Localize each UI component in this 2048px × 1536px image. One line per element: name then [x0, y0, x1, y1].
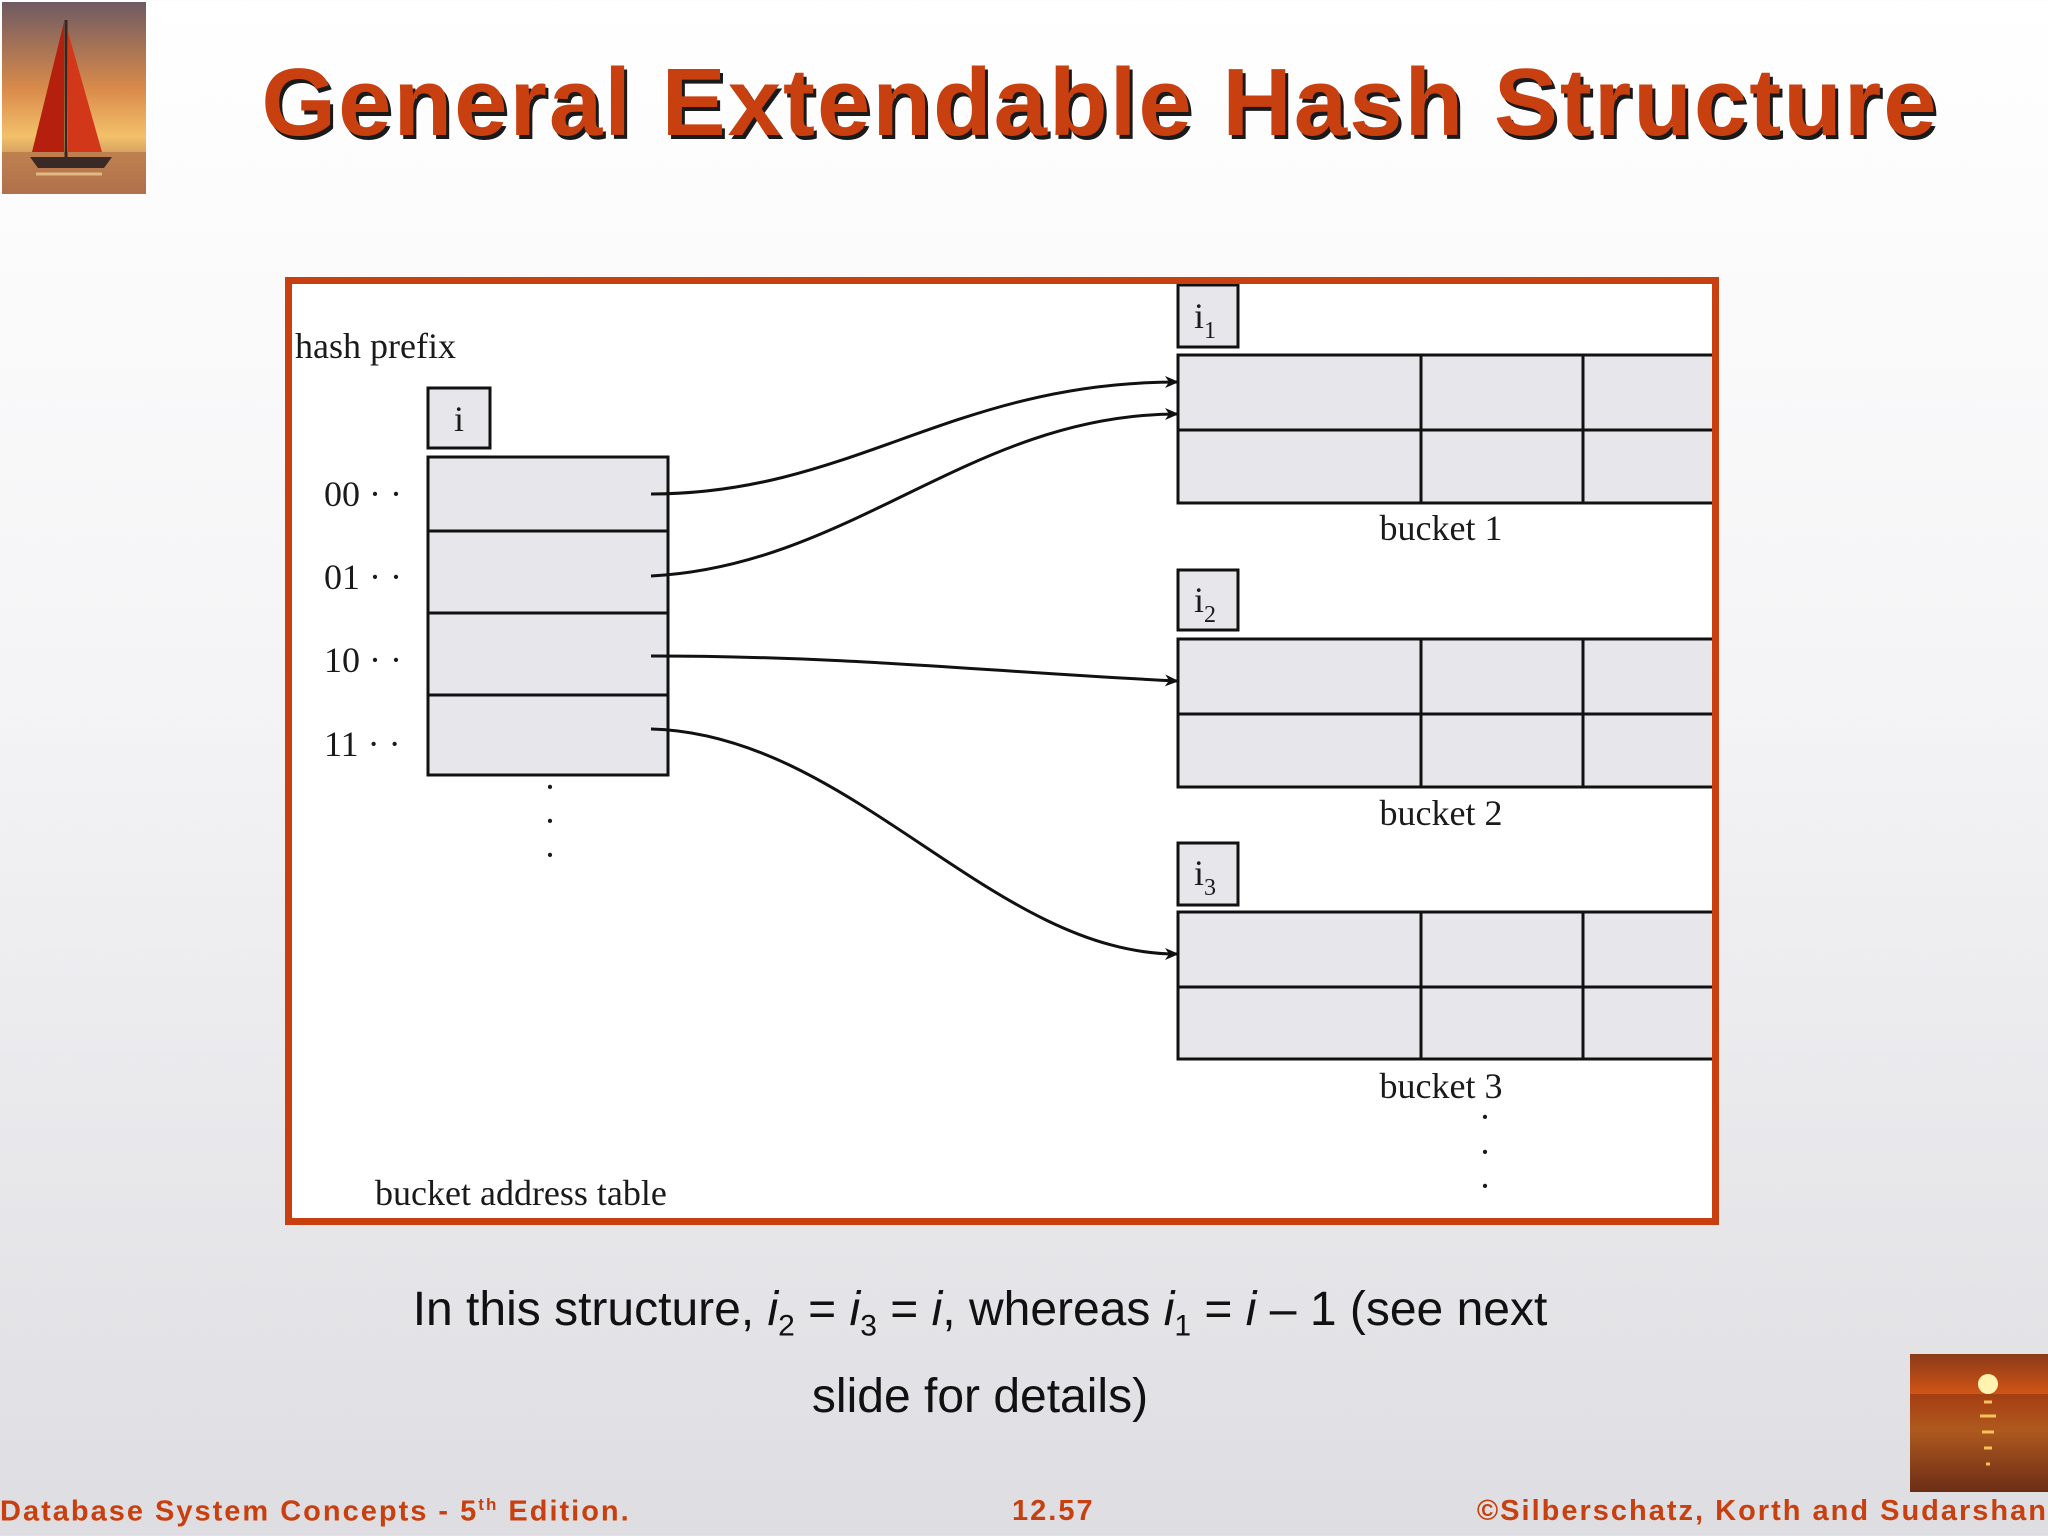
hash-prefix-label: hash prefix	[295, 326, 456, 366]
bucket-2-cell-r2c1	[1176, 712, 1423, 789]
slide-title: General Extendable Hash Structure	[261, 49, 1939, 156]
bucket-1-cell-r2c3	[1581, 428, 1712, 505]
slide-caption: In this structure, i2 = i3 = i, whereas …	[300, 1275, 1660, 1432]
bucket-1-depth-box	[1176, 284, 1240, 349]
pointer-arrow-00-to-bucket-1	[650, 376, 1179, 496]
table-entry-00	[426, 455, 670, 533]
table-entry-01	[426, 529, 670, 615]
bucket-2-cell-r1c2	[1419, 637, 1585, 716]
global-depth-box	[426, 386, 492, 450]
bucket-address-table-label: bucket address table	[375, 1173, 667, 1213]
bucket-3-depth-label: i3	[1194, 853, 1216, 901]
bucket-3-cell-r2c3	[1581, 985, 1712, 1061]
bucket-2-depth-box	[1176, 568, 1240, 632]
prefix-label-00: 00 · ·	[324, 474, 402, 514]
footer-copyright: ©Silberschatz, Korth and Sudarshan	[1476, 1495, 2048, 1527]
sailboat-logo-image	[2, 2, 146, 194]
bucket-3-cell-r2c1	[1176, 985, 1423, 1061]
bucket-1-depth-label: i1	[1194, 296, 1216, 344]
bucket-3-depth-box	[1176, 841, 1240, 907]
bucket-3-cell-r1c2	[1419, 910, 1585, 989]
extendable-hash-diagram: hash prefix i 00 · · 01 · · 10 · · 11 · …	[295, 284, 1712, 1213]
bucket-1-cell-r1c2	[1419, 353, 1585, 432]
bucket-1-cell-r1c3	[1581, 353, 1712, 432]
bucket-2-cell-r1c3	[1581, 637, 1712, 716]
pointer-arrow-10-to-bucket-2	[650, 654, 1179, 687]
table-continuation-dot-2: ·	[544, 801, 556, 841]
bucket-2-cell-r2c2	[1419, 712, 1585, 789]
bucket-2-cell-r1c1	[1176, 637, 1423, 716]
table-entry-11	[426, 693, 670, 777]
bucket-continuation-dot-1: ·	[1479, 1097, 1491, 1137]
bucket-3-cell-r1c3	[1581, 910, 1712, 989]
bucket-3-cell-r1c1	[1176, 910, 1423, 989]
bucket-1-cell-r1c1	[1176, 353, 1423, 432]
bucket-address-table	[426, 455, 670, 777]
bucket-1-cell-r2c1	[1176, 428, 1423, 505]
bucket-1-label: bucket 1	[1380, 508, 1503, 548]
bucket-continuation-dot-3: ·	[1479, 1166, 1491, 1206]
bucket-2: i2 bucket 2	[1176, 568, 1712, 833]
bucket-3-label: bucket 3	[1380, 1066, 1503, 1106]
pointer-arrow-01-to-bucket-1	[650, 408, 1179, 578]
table-entry-10	[426, 611, 670, 697]
caption-line-1: In this structure, i2 = i3 = i, whereas …	[412, 1283, 1548, 1343]
sunset-logo-image	[1910, 1354, 2048, 1492]
bucket-2-depth-label: i2	[1194, 580, 1216, 628]
bucket-3-cell-r2c2	[1419, 985, 1585, 1061]
diagram-frame: hash prefix i 00 · · 01 · · 10 · · 11 · …	[285, 277, 1719, 1225]
bucket-2-label: bucket 2	[1380, 793, 1503, 833]
bucket-3: i3 bucket 3	[1176, 841, 1712, 1106]
table-continuation-dot-3: ·	[544, 835, 556, 875]
footer-slide-number: 12.57	[1012, 1495, 1095, 1527]
bucket-2-cell-r2c3	[1581, 712, 1712, 789]
bucket-1: i1 bucket 1	[1176, 284, 1712, 548]
footer-course-title: Database System Concepts - 5th Edition.	[0, 1495, 631, 1528]
prefix-label-10: 10 · ·	[324, 640, 402, 680]
bucket-continuation-dot-2: ·	[1479, 1132, 1491, 1172]
pointer-arrow-11-to-bucket-3	[650, 727, 1179, 960]
global-depth-label: i	[454, 399, 464, 439]
table-continuation-dot-1: ·	[544, 767, 556, 807]
prefix-label-01: 01 · ·	[324, 557, 402, 597]
prefix-label-11: 11 · ·	[324, 724, 401, 764]
bucket-1-cell-r2c2	[1419, 428, 1585, 505]
caption-line-2: slide for details)	[811, 1369, 1149, 1423]
